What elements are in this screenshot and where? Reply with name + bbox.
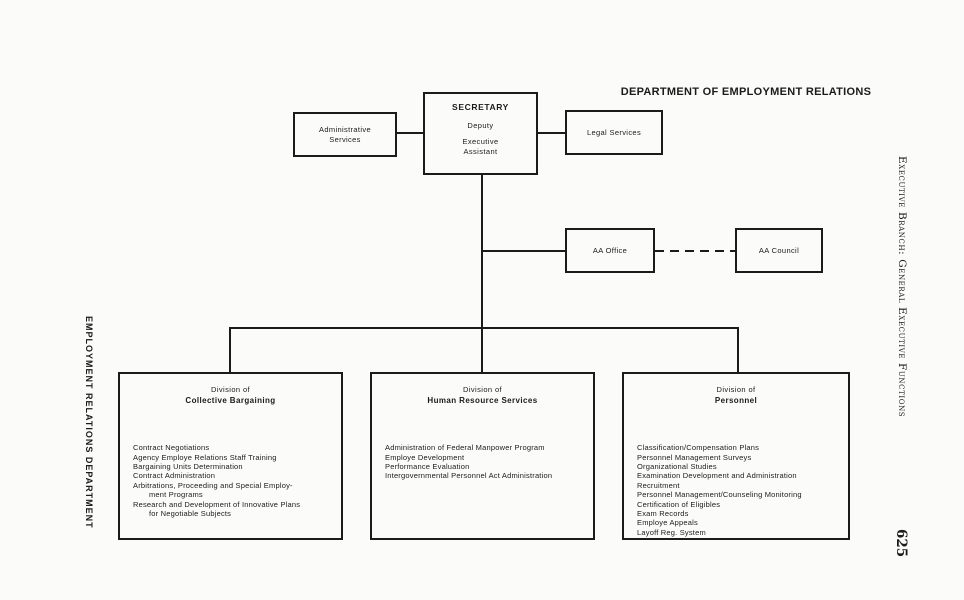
division-item: Bargaining Units Determination: [133, 462, 243, 472]
division-item: Exam Records: [637, 509, 689, 519]
connector-aa-office-to-aa-council-dashed: [655, 250, 735, 252]
aa-office-label: AA Office: [592, 245, 628, 255]
secretary-deputy-label: Deputy: [467, 121, 494, 130]
secretary-title: SECRETARY: [452, 102, 509, 112]
secretary-box: SECRETARY Deputy Executive Assistant: [423, 92, 538, 175]
connector-drop-personnel: [737, 327, 739, 372]
aa-council-box: AA Council: [735, 228, 823, 273]
division-item: Research and Development of Innovative P…: [133, 499, 301, 519]
division-item: Certification of Eligibles: [637, 499, 721, 509]
division-item: Employe Appeals: [637, 518, 698, 528]
connector-main-horizontal: [229, 327, 739, 329]
secretary-assistant-label: Executive Assistant: [462, 137, 499, 156]
page-number: 625: [893, 529, 909, 558]
aa-office-box: AA Office: [565, 228, 655, 273]
aa-council-label: AA Council: [758, 245, 800, 255]
division-title-block: Division of Human Resource Services: [372, 374, 593, 405]
administrative-services-label: Administrative Services: [319, 124, 371, 144]
division-item: Personnel Management Surveys: [637, 452, 752, 462]
division-title-prefix: Division of: [211, 385, 250, 394]
division-item: Contract Negotiations: [133, 443, 210, 453]
division-title-prefix: Division of: [463, 385, 502, 394]
division-item: Performance Evaluation: [385, 462, 470, 472]
division-item: Examination Development and Administrati…: [637, 471, 797, 481]
division-title: Personnel: [714, 396, 758, 405]
division-title-prefix: Division of: [716, 385, 756, 394]
division-title: Collective Bargaining: [185, 396, 276, 405]
division-item: Organizational Studies: [637, 462, 717, 472]
division-item: Employe Development: [385, 452, 465, 462]
division-item: Recruitment: [637, 480, 680, 490]
connector-admin-to-secretary: [397, 132, 423, 134]
legal-services-box: Legal Services: [565, 110, 663, 155]
left-margin-label: EMPLOYMENT RELATIONS DEPARTMENT: [84, 316, 94, 529]
division-item: Layoff Reg. System: [637, 527, 706, 537]
connector-secretary-to-legal: [538, 132, 565, 134]
administrative-services-box: Administrative Services: [293, 112, 397, 157]
division-title: Human Resource Services: [427, 396, 538, 405]
division-item: Agency Employe Relations Staff Training: [133, 452, 277, 462]
division-item: Administration of Federal Manpower Progr…: [385, 443, 545, 453]
division-item: Contract Administration: [133, 471, 216, 481]
division-box-collective-bargaining: Division of Collective Bargaining Contra…: [118, 372, 343, 540]
division-item: Personnel Management/Counseling Monitori…: [637, 490, 802, 500]
division-item: Intergovernmental Personnel Act Administ…: [385, 471, 553, 481]
connector-drop-human-resource-services: [481, 327, 483, 372]
division-items-list: Administration of Federal Manpower Progr…: [372, 415, 593, 481]
division-item: Arbitrations, Proceeding and Special Emp…: [133, 480, 293, 500]
division-box-human-resource-services: Division of Human Resource Services Admi…: [370, 372, 595, 540]
division-title-block: Division of Personnel: [624, 374, 848, 405]
connector-trunk-to-aa-office: [483, 250, 565, 252]
page-heading: DEPARTMENT OF EMPLOYMENT RELATIONS: [620, 86, 872, 98]
division-item: Classification/Compensation Plans: [637, 443, 760, 453]
connector-secretary-trunk: [481, 175, 483, 329]
division-title-block: Division of Collective Bargaining: [120, 374, 341, 405]
division-box-personnel: Division of Personnel Classification/Com…: [622, 372, 850, 540]
right-margin-label: Executive Branch: General Executive Func…: [896, 156, 908, 418]
legal-services-label: Legal Services: [586, 127, 642, 137]
connector-drop-collective-bargaining: [229, 327, 231, 372]
